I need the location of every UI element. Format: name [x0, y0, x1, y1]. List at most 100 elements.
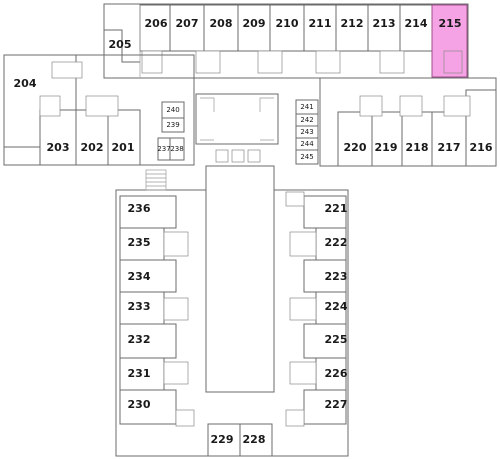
lobby-block: [195, 93, 279, 145]
bath-209-210: [257, 50, 283, 74]
label-202: 202: [81, 141, 104, 154]
west-block: [3, 54, 195, 166]
bath-222-223: [289, 231, 317, 257]
room-201[interactable]: [107, 109, 141, 166]
bath-202-201: [85, 95, 119, 117]
lobby-inner: [200, 97, 274, 141]
label-207: 207: [176, 17, 199, 30]
label-242: 242: [300, 116, 313, 124]
elevator-1: [215, 149, 229, 163]
bath-203: [39, 95, 61, 117]
room-216[interactable]: [465, 89, 497, 167]
room-231[interactable]: [119, 357, 165, 391]
room-230[interactable]: [119, 389, 177, 425]
bath-235-234: [163, 231, 189, 257]
bath-230-229: [175, 409, 195, 427]
label-243: 243: [300, 128, 313, 136]
room-245[interactable]: [295, 149, 319, 165]
courtyard: [205, 165, 275, 393]
south-wing: [115, 165, 349, 457]
label-222: 222: [325, 236, 348, 249]
room-209[interactable]: [237, 4, 271, 52]
room-237[interactable]: [157, 137, 171, 161]
room-234[interactable]: [119, 259, 177, 293]
room-207[interactable]: [169, 4, 205, 52]
bath-231-230: [163, 361, 189, 385]
room-227[interactable]: [303, 389, 347, 425]
label-211: 211: [309, 17, 332, 30]
label-204: 204: [14, 77, 37, 90]
room-213[interactable]: [367, 4, 401, 52]
east-block: [319, 77, 497, 167]
label-216: 216: [470, 141, 493, 154]
label-238: 238: [170, 145, 183, 153]
bath-215: [443, 50, 463, 74]
label-232: 232: [128, 333, 151, 346]
room-232[interactable]: [119, 323, 177, 359]
label-244: 244: [300, 140, 314, 148]
room-203[interactable]: [39, 109, 77, 166]
room-233[interactable]: [119, 291, 165, 325]
label-225: 225: [325, 333, 348, 346]
bath-221: [285, 191, 305, 207]
room-239[interactable]: [161, 117, 185, 133]
label-203: 203: [47, 141, 70, 154]
room-222[interactable]: [315, 227, 347, 261]
label-210: 210: [276, 17, 299, 30]
room-219[interactable]: [371, 111, 403, 167]
bath-207-208: [195, 50, 221, 74]
room-212[interactable]: [335, 4, 369, 52]
room-217[interactable]: [431, 111, 467, 167]
room-220[interactable]: [337, 111, 373, 167]
room-210[interactable]: [269, 4, 305, 52]
label-212: 212: [341, 17, 364, 30]
room-205-outline: [103, 4, 140, 63]
bath-217-216: [443, 95, 471, 117]
label-226: 226: [325, 367, 348, 380]
label-208: 208: [210, 17, 233, 30]
label-220: 220: [344, 141, 367, 154]
label-237: 237: [157, 145, 170, 153]
label-233: 233: [128, 300, 151, 313]
label-241: 241: [300, 103, 313, 111]
bath-204: [51, 61, 83, 79]
room-223[interactable]: [303, 259, 347, 293]
label-227: 227: [325, 398, 348, 411]
room-218[interactable]: [401, 111, 433, 167]
room-202[interactable]: [75, 109, 109, 166]
label-201: 201: [112, 141, 135, 154]
room-labels: 206 207 208 209 210 211 212 213 214 215 …: [14, 17, 493, 446]
room-228[interactable]: [239, 423, 273, 457]
label-230: 230: [128, 398, 151, 411]
label-228: 228: [243, 433, 266, 446]
label-213: 213: [373, 17, 396, 30]
room-229[interactable]: [207, 423, 241, 457]
bath-227-228: [285, 409, 305, 427]
bath-226-227: [289, 361, 317, 385]
north-wing: [103, 3, 469, 79]
bath-233-232: [163, 297, 189, 321]
bath-224-225: [289, 297, 317, 321]
label-235: 235: [128, 236, 151, 249]
label-214: 214: [405, 17, 428, 30]
label-234: 234: [128, 270, 151, 283]
label-221: 221: [325, 202, 348, 215]
bath-213-214: [379, 50, 405, 74]
label-236: 236: [128, 202, 151, 215]
bath-211-212: [315, 50, 341, 74]
elevator-3: [247, 149, 261, 163]
elevator-2: [231, 149, 245, 163]
stair-icon: [145, 169, 167, 191]
room-211[interactable]: [303, 4, 337, 52]
label-223: 223: [325, 270, 348, 283]
bath-206: [141, 50, 163, 74]
label-217: 217: [438, 141, 461, 154]
label-205: 205: [109, 38, 132, 51]
room-214[interactable]: [399, 4, 433, 52]
label-229: 229: [211, 433, 234, 446]
label-239: 239: [166, 121, 179, 129]
label-245: 245: [300, 153, 313, 161]
label-240: 240: [166, 106, 179, 114]
bath-218: [399, 95, 423, 117]
